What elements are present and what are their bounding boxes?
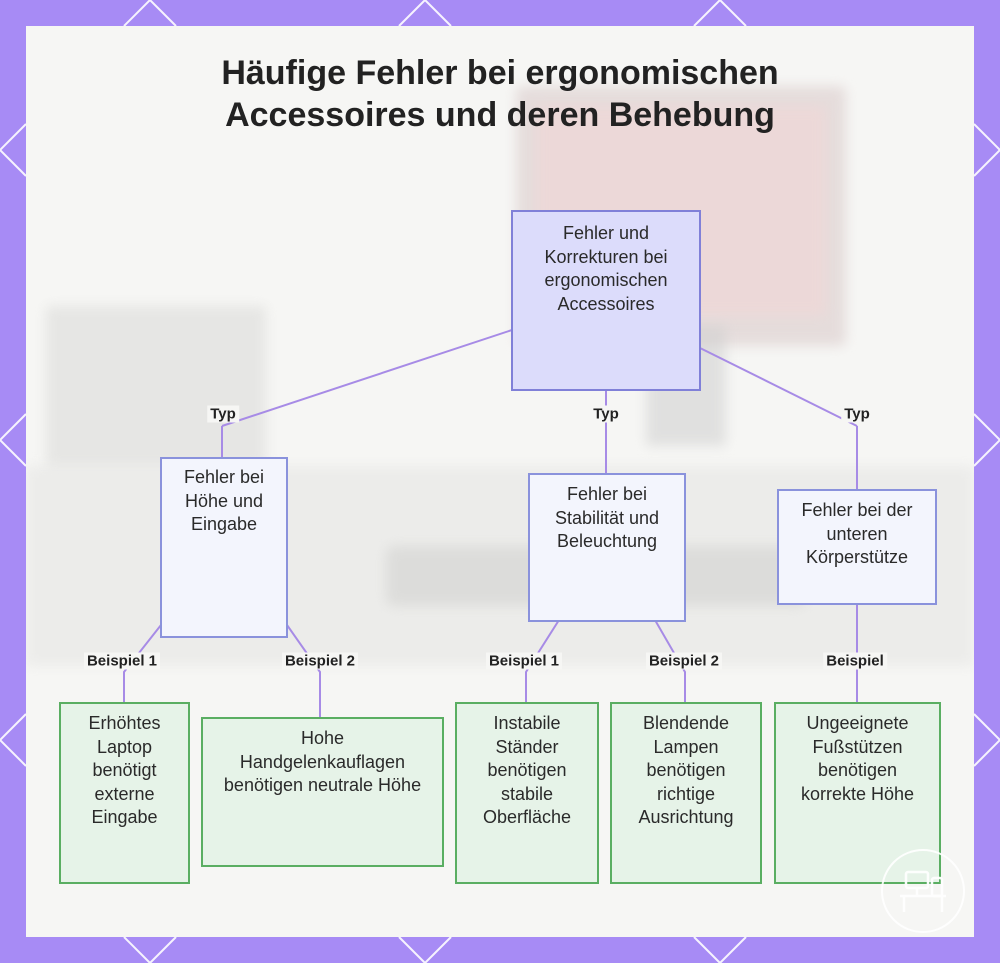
example-label: Blendende Lampen benötigen richtige Ausr… — [626, 712, 746, 830]
example-node-laptop: Erhöhtes Laptop benötigt externe Eingabe — [59, 702, 190, 884]
edge-label-cat2-ex2: Beispiel 2 — [646, 653, 722, 670]
watermark-logo — [881, 849, 965, 933]
example-label: Erhöhtes Laptop benötigt externe Eingabe — [75, 712, 175, 830]
edge-label-typ-3: Typ — [841, 406, 873, 423]
category-label: Fehler bei Stabilität und Beleuchtung — [547, 483, 667, 554]
connector-root-to-cat1 — [222, 330, 512, 426]
category-node-hoehe-eingabe: Fehler bei Höhe und Eingabe — [160, 457, 288, 638]
connector-cat1-ex2 — [287, 625, 320, 718]
edge-label-cat1-ex1: Beispiel 1 — [84, 653, 160, 670]
example-label: Hohe Handgelenkauflagen benötigen neutra… — [223, 727, 423, 798]
example-node-handgelenkauflagen: Hohe Handgelenkauflagen benötigen neutra… — [201, 717, 444, 867]
desk-logo-icon — [896, 866, 950, 916]
edge-label-typ-2: Typ — [590, 406, 622, 423]
edge-label-cat3-ex1: Beispiel — [823, 653, 887, 670]
root-node: Fehler und Korrekturen bei ergonomischen… — [511, 210, 701, 391]
example-node-lampen: Blendende Lampen benötigen richtige Ausr… — [610, 702, 762, 884]
example-node-staender: Instabile Ständer benötigen stabile Ober… — [455, 702, 599, 884]
edge-label-cat2-ex1: Beispiel 1 — [486, 653, 562, 670]
connector-root-to-cat3 — [700, 348, 857, 426]
edge-label-cat1-ex2: Beispiel 2 — [282, 653, 358, 670]
category-label: Fehler bei Höhe und Eingabe — [174, 466, 274, 537]
example-label: Instabile Ständer benötigen stabile Ober… — [472, 712, 582, 830]
category-label: Fehler bei der unteren Körperstütze — [792, 499, 922, 570]
category-node-untere-koerperstuetze: Fehler bei der unteren Körperstütze — [777, 489, 937, 605]
example-label: Ungeeignete Fußstützen benötigen korrekt… — [795, 712, 920, 806]
category-node-stabilitaet-beleuchtung: Fehler bei Stabilität und Beleuchtung — [528, 473, 686, 622]
edge-label-typ-1: Typ — [207, 406, 239, 423]
root-node-label: Fehler und Korrekturen bei ergonomischen… — [531, 222, 681, 316]
